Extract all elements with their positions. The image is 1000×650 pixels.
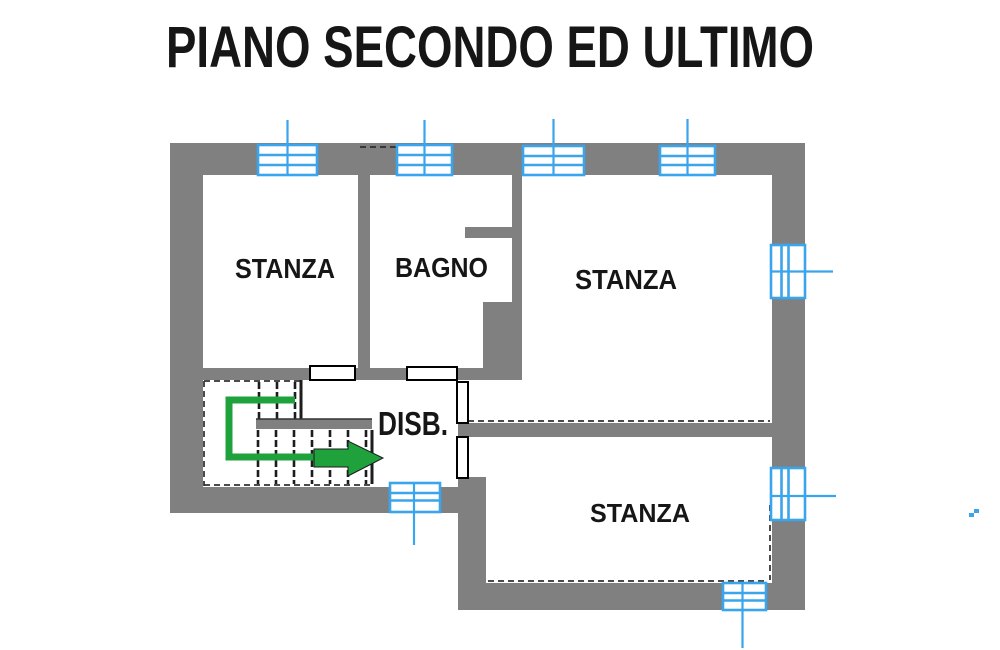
wall-right — [772, 143, 805, 610]
wall-bagno-block — [483, 302, 522, 368]
wall-bagno-stub — [465, 227, 512, 238]
stray-pixel — [969, 513, 974, 517]
sketch-lines — [203, 146, 771, 582]
label-disb: DISB. — [378, 405, 448, 442]
label-stanza-bottom: STANZA — [590, 498, 690, 528]
doors — [309, 365, 469, 479]
door-stanza-top-left — [309, 365, 356, 381]
wall-stanza-bagno-divider — [358, 175, 370, 368]
window-top-4 — [658, 119, 717, 177]
stray-mark — [969, 509, 979, 517]
window-bottom-stanza — [721, 581, 768, 648]
window-disb — [388, 481, 442, 545]
window-frame — [721, 581, 768, 612]
label-stanza-right: STANZA — [575, 264, 677, 295]
staircase — [225, 380, 385, 484]
stairs-direction-arrow-icon — [313, 440, 385, 477]
door-disb-to-stanza-right — [456, 381, 469, 424]
stairs-route-line — [225, 396, 314, 461]
window-right-lower — [769, 466, 836, 522]
window-right-upper — [769, 243, 833, 300]
window-top-2 — [395, 120, 454, 177]
door-bagno — [406, 366, 458, 381]
walls — [170, 143, 805, 610]
window-top-1 — [256, 120, 319, 177]
windows — [256, 119, 836, 648]
door-disb-to-stanza-bottom — [456, 436, 469, 479]
plan-title: PIANO SECONDO ED ULTIMO — [166, 15, 814, 80]
label-stanza-top-left: STANZA — [235, 253, 335, 284]
window-top-3 — [521, 119, 586, 177]
wall-between-stanza-right-and-bottom — [458, 423, 772, 437]
stray-pixel — [974, 509, 979, 513]
label-bagno: BAGNO — [395, 252, 488, 283]
stair-landing — [256, 419, 372, 429]
wall-bagno-right — [512, 175, 522, 368]
wall-left — [170, 143, 203, 513]
room-labels: STANZA BAGNO STANZA DISB. STANZA — [235, 252, 690, 528]
wall-mid-horizontal — [203, 368, 522, 380]
